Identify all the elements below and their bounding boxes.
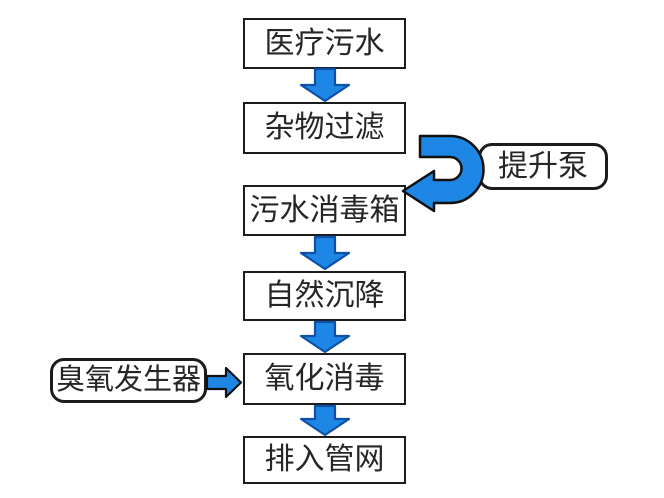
node-natural-sedimentation: 自然沉降	[243, 271, 406, 321]
u-turn-arrow-icon	[401, 134, 485, 213]
node-medical-wastewater-label: 医疗污水	[264, 26, 385, 60]
flow-arrow-down-icon	[299, 320, 351, 354]
flow-arrow-down-icon	[299, 404, 351, 437]
node-debris-filter-label: 杂物过滤	[264, 111, 385, 144]
node-ozone-generator: 臭氧发生器	[50, 358, 207, 403]
node-oxidation-disinfection: 氧化消毒	[243, 353, 406, 405]
arrow-right-icon	[205, 366, 243, 399]
node-sewage-disinfection-tank: 污水消毒箱	[243, 185, 406, 236]
node-discharge-to-pipe-network-label: 排入管网	[264, 443, 385, 476]
node-discharge-to-pipe-network: 排入管网	[243, 436, 406, 484]
node-medical-wastewater: 医疗污水	[243, 18, 406, 69]
node-oxidation-disinfection-label: 氧化消毒	[264, 362, 385, 395]
node-sewage-disinfection-tank-label: 污水消毒箱	[249, 193, 400, 227]
node-natural-sedimentation-label: 自然沉降	[264, 279, 385, 312]
node-ozone-generator-label: 臭氧发生器	[55, 364, 201, 396]
flow-arrow-down-icon	[299, 235, 351, 271]
flow-arrow-down-icon	[299, 67, 351, 103]
node-debris-filter: 杂物过滤	[243, 102, 406, 154]
node-lift-pump: 提升泵	[478, 143, 608, 190]
node-lift-pump-label: 提升泵	[498, 149, 588, 183]
